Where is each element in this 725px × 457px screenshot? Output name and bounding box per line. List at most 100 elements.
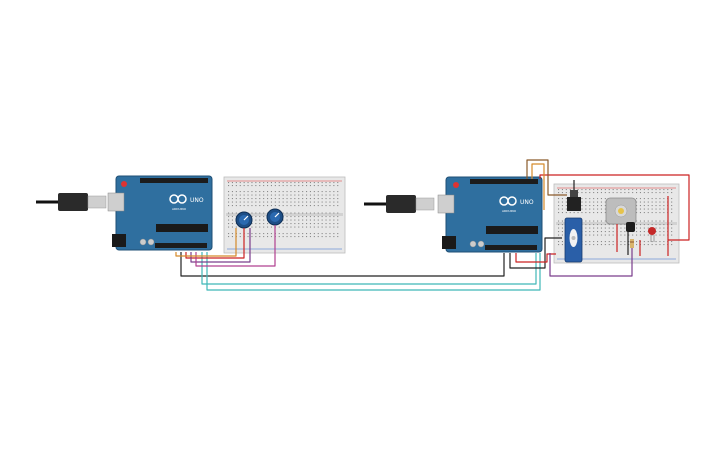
breadboard-hole [263,216,265,218]
breadboard-hole [235,185,237,187]
breadboard-hole [286,212,288,214]
breadboard-hole [243,182,245,184]
breadboard-hole [243,191,245,193]
breadboard-hole [558,212,560,214]
wire-purple-left[interactable] [190,228,251,263]
breadboard-hole [589,244,591,246]
breadboard-hole [278,201,280,203]
breadboard-hole [593,231,595,233]
potentiometer-1[interactable] [235,211,253,229]
wire-red-top[interactable] [539,174,690,241]
breadboard-hole [558,241,560,243]
potentiometer-2[interactable] [266,208,284,226]
breadboard-hole [282,233,284,235]
breadboard-hole [667,192,669,194]
breadboard-hole [313,223,315,225]
breadboard-hole [228,185,230,187]
breadboard-hole [581,208,583,210]
breadboard-hole [270,182,272,184]
breadboard-hole [569,189,571,191]
breadboard-hole [651,234,653,236]
breadboard-hole [643,212,645,214]
led-red[interactable] [648,227,656,242]
wire-orange-2[interactable] [531,163,545,210]
breadboard-hole [231,205,233,207]
breadboard-hole [337,198,339,200]
breadboard-hole [337,191,339,193]
breadboard-hole [294,223,296,225]
breadboard-hole [251,226,253,228]
breadboard-hole [286,226,288,228]
breadboard-hole [647,205,649,207]
breadboard-hole [636,208,638,210]
breadboard-hole [317,185,319,187]
breadboard-hole [255,194,257,196]
breadboard-hole [294,198,296,200]
breadboard-hole [620,227,622,229]
breadboard-hole [604,189,606,191]
breadboard-hole [255,198,257,200]
breadboard-hole [651,189,653,191]
breadboard-hole [337,205,339,207]
breadboard-hole [286,185,288,187]
wire-brown-1[interactable] [526,159,567,196]
breadboard-hole [651,224,653,226]
transistor[interactable] [626,222,635,232]
breadboard-hole [235,182,237,184]
breadboard-hole [290,205,292,207]
wire-black-left[interactable] [180,252,505,277]
breadboard-hole [647,244,649,246]
breadboard-hole [593,212,595,214]
breadboard-hole [259,182,261,184]
breadboard-hole [309,216,311,218]
breadboard-hole [558,244,560,246]
servo-motor[interactable] [564,217,583,263]
breadboard-hole [259,194,261,196]
breadboard-hole [325,201,327,203]
breadboard-hole [620,224,622,226]
breadboard-hole [239,236,241,238]
wire-red-left[interactable] [185,228,245,259]
breadboard-hole [585,189,587,191]
breadboard-hole [306,185,308,187]
wire-cyan-2[interactable] [206,252,541,291]
breadboard-hole [585,212,587,214]
regulator-module[interactable] [567,190,581,211]
breadboard-hole [647,224,649,226]
breadboard-hole [317,201,319,203]
breadboard-hole [663,231,665,233]
dc-motor[interactable] [605,197,637,225]
breadboard-hole [585,205,587,207]
breadboard-hole [655,220,657,222]
breadboard-hole [298,198,300,200]
arduino-uno-left[interactable]: UNO ARDUINO [107,175,213,251]
breadboard-hole [597,241,599,243]
breadboard-hole [313,201,315,203]
breadboard-hole [651,241,653,243]
breadboard-hole [306,194,308,196]
breadboard-hole [659,201,661,203]
breadboard-hole [624,227,626,229]
wire-cyan-1[interactable] [201,252,537,285]
wire-orange-left[interactable] [175,228,237,257]
breadboard-hole [593,198,595,200]
breadboard-hole [593,189,595,191]
breadboard-hole [251,205,253,207]
arduino-uno-right[interactable]: UNO ARDUINO [437,176,543,253]
breadboard-hole [325,223,327,225]
breadboard-hole [565,192,567,194]
wire-purple-right[interactable] [549,248,633,277]
resistor[interactable] [630,239,634,248]
breadboard-hole [302,194,304,196]
breadboard-hole [231,223,233,225]
wire-magenta-left[interactable] [195,225,276,267]
wire-black-right[interactable] [509,237,562,269]
usb-cable-left[interactable] [36,193,107,211]
breadboard-hole [251,194,253,196]
breadboard-hole [612,244,614,246]
breadboard-hole [659,205,661,207]
breadboard-hole [561,189,563,191]
breadboard-hole [663,227,665,229]
breadboard-hole [263,185,265,187]
usb-cable-right[interactable] [364,195,435,213]
